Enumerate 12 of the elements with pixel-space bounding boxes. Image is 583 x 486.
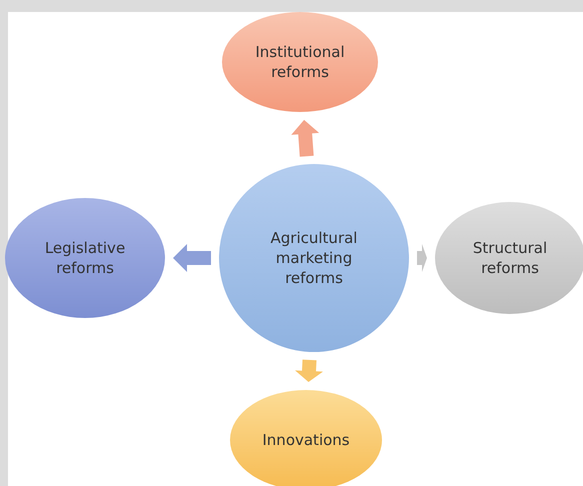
- ellipse-node: [5, 198, 165, 318]
- node-label: Agricultural marketing reforms: [270, 228, 358, 288]
- ellipse-node: [222, 12, 378, 112]
- block-arrow: [417, 244, 427, 272]
- node-label: Institutional reforms: [254, 42, 346, 82]
- block-arrow: [295, 360, 323, 382]
- node-label: Innovations: [262, 430, 350, 450]
- block-arrow: [173, 244, 211, 272]
- ellipse-node: [219, 164, 409, 352]
- node-label: Structural reforms: [472, 238, 548, 278]
- node-label: Legislative reforms: [44, 238, 126, 278]
- block-arrow: [291, 120, 320, 157]
